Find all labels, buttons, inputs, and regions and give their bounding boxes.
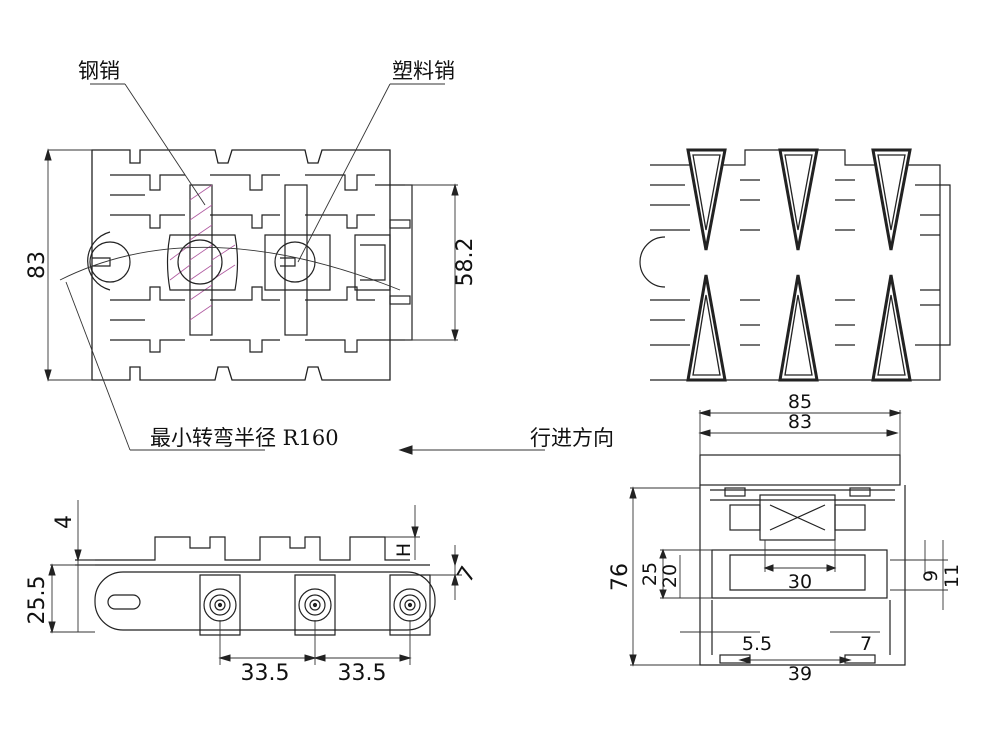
dim-5-5: 5.5	[742, 633, 772, 655]
label-steel-pin: 钢销	[78, 59, 120, 83]
dim-side-height: 25.5	[25, 576, 50, 625]
dim-9: 9	[920, 570, 942, 582]
dim-side-top: 4	[52, 515, 77, 529]
cross-section	[699, 454, 906, 666]
dim-25: 25	[639, 562, 661, 586]
dim-83: 83	[788, 411, 812, 433]
label-min-radius: 最小转弯半径 R160	[150, 426, 339, 450]
top-view-right	[639, 148, 951, 382]
dim-30: 30	[788, 571, 812, 593]
dim-pitch-2: 33.5	[338, 661, 387, 686]
dim-39: 39	[788, 663, 812, 685]
side-view-dimensions	[48, 500, 462, 665]
top-view-chain	[87, 149, 413, 381]
dim-top-height: 83	[25, 251, 50, 279]
cross-section-dimensions	[629, 409, 948, 667]
dim-pitch-1: 33.5	[241, 661, 290, 686]
side-view	[75, 536, 436, 636]
dim-pin-span: 58.2	[453, 238, 478, 287]
dim-85: 85	[788, 391, 812, 413]
label-direction: 行进方向	[530, 426, 614, 450]
side-view-pins	[203, 588, 427, 622]
dim-76: 76	[608, 563, 633, 591]
dim-side-H: H	[393, 543, 415, 557]
dim-20: 20	[659, 564, 681, 588]
dim-7: 7	[860, 633, 872, 655]
dim-11: 11	[941, 564, 963, 588]
label-plastic-pin: 塑料销	[392, 59, 455, 83]
top-view-dimensions	[44, 83, 545, 455]
